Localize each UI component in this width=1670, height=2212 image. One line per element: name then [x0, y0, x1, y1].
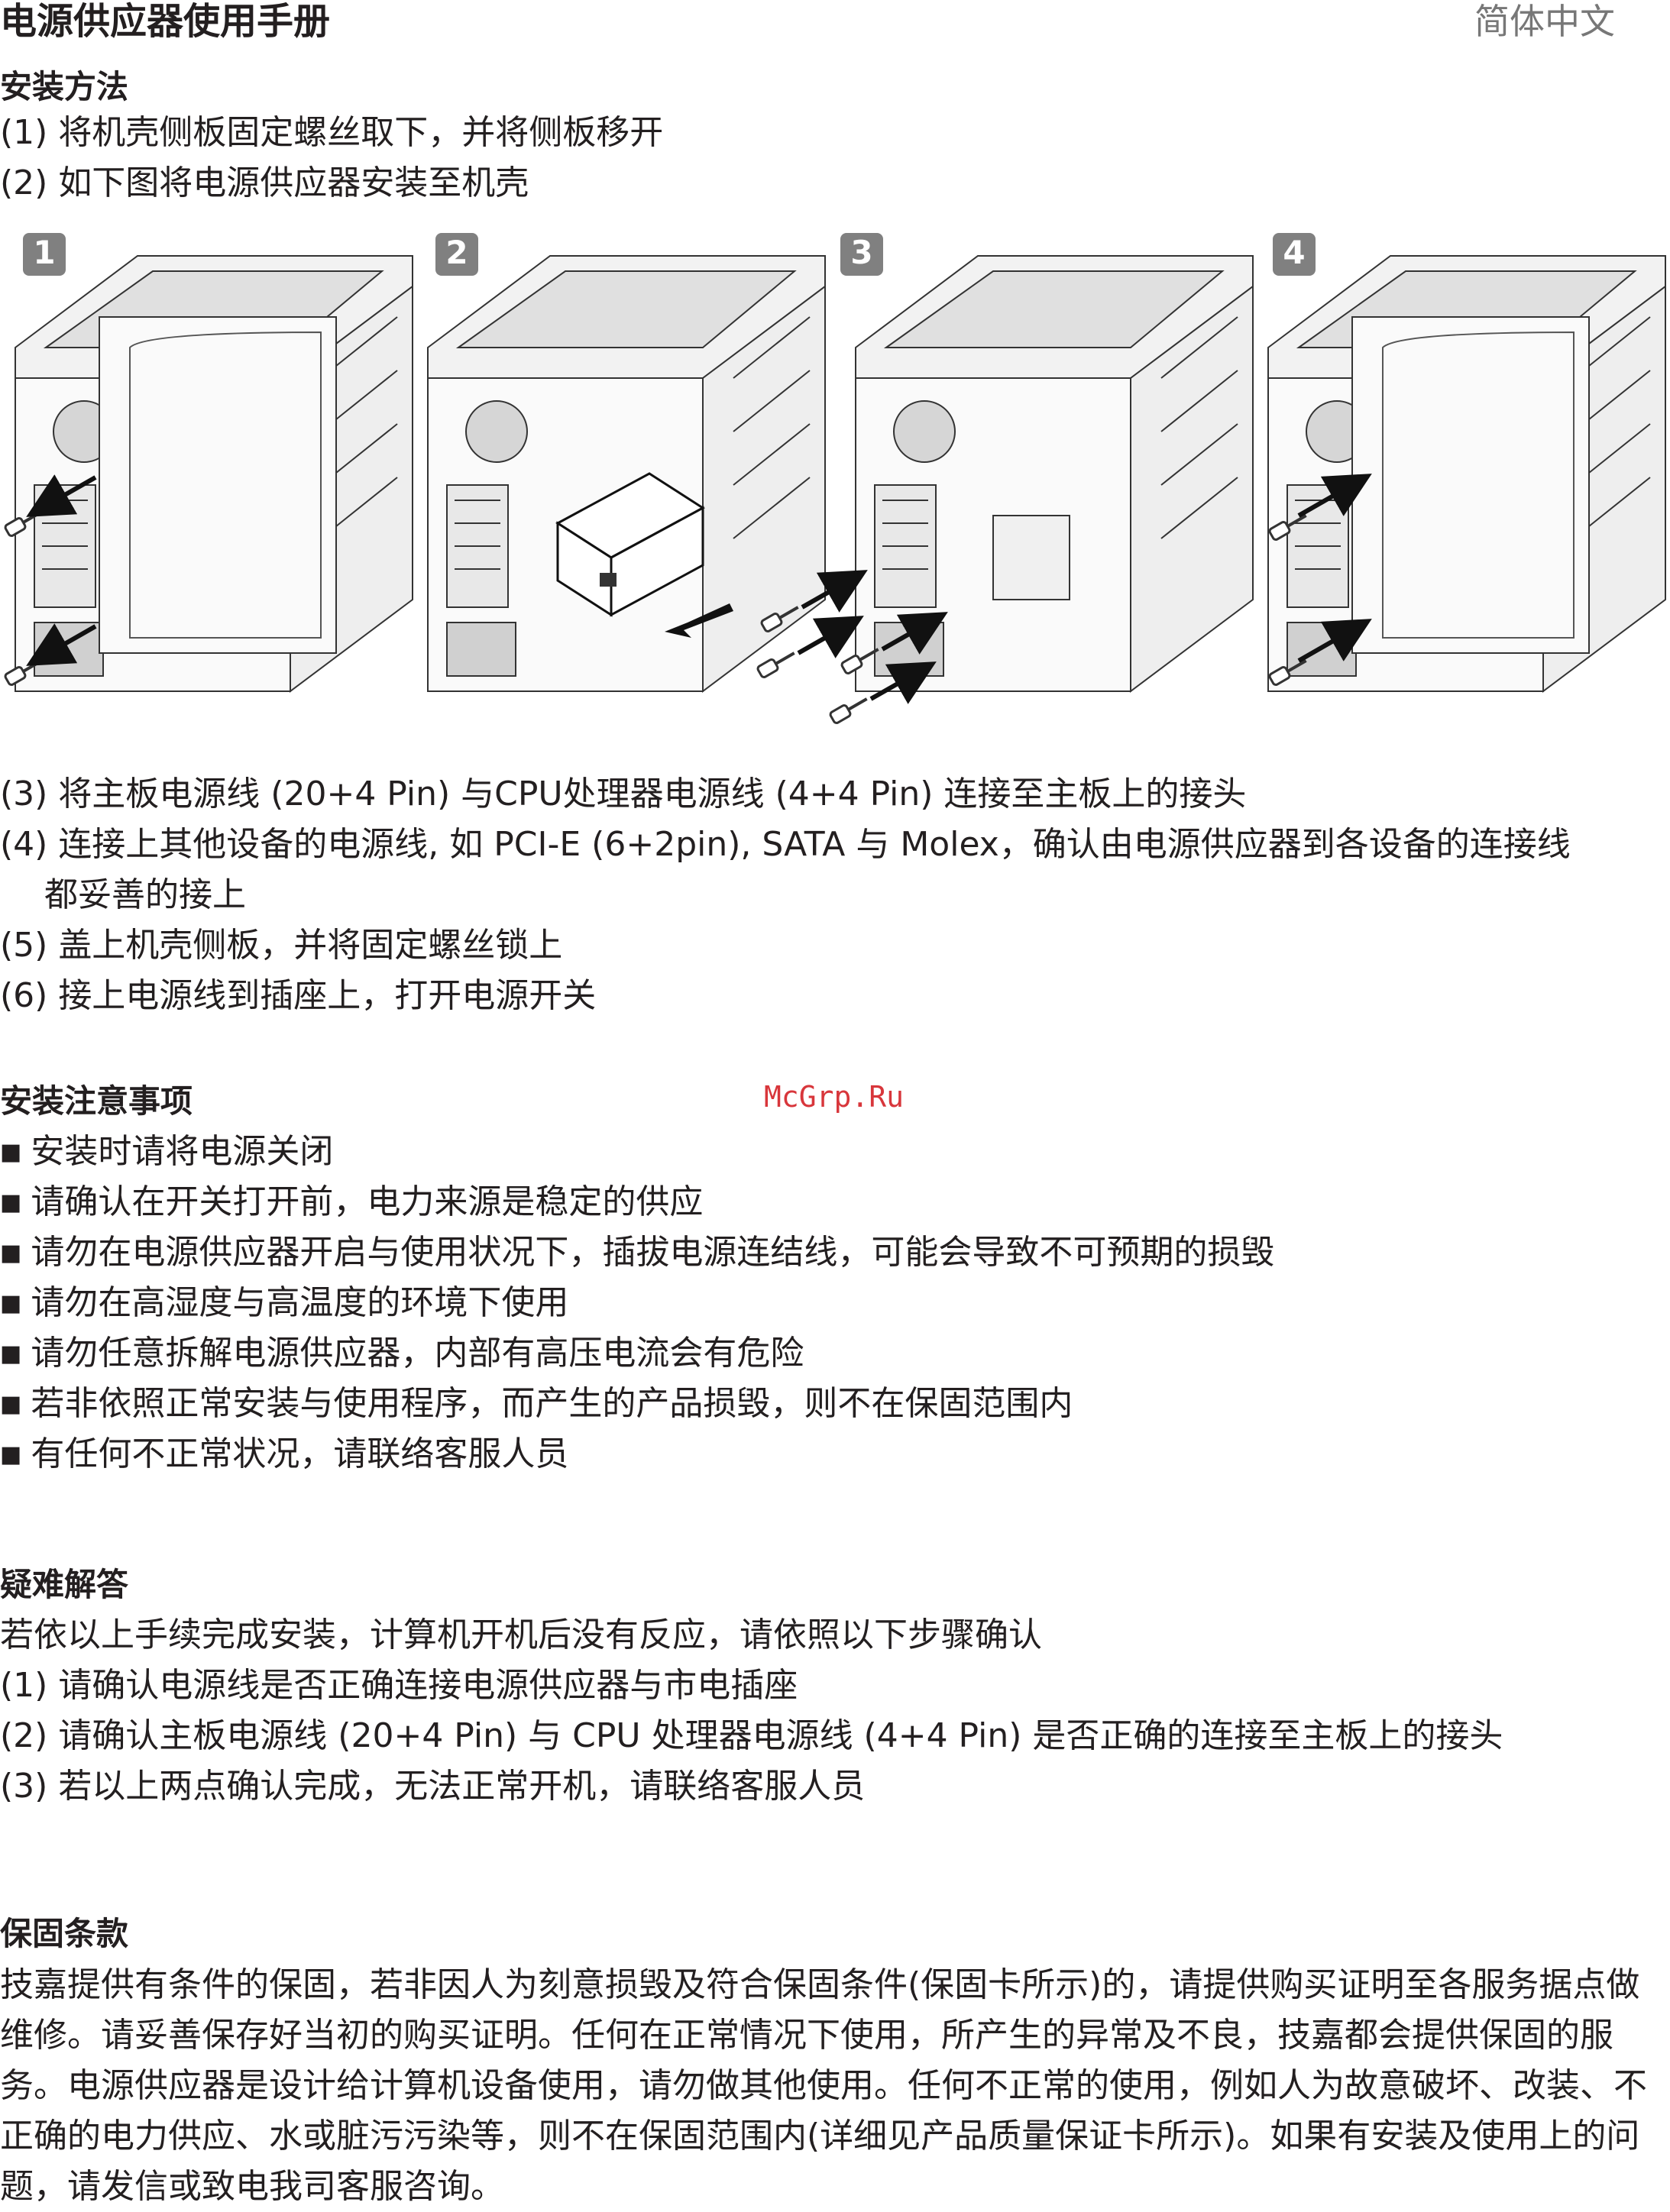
note-item: 有任何不正常状况，请联络客服人员	[0, 1433, 568, 1476]
figure-number-4: 4	[1283, 234, 1305, 271]
notes-heading: 安装注意事项	[0, 1082, 193, 1120]
language-tag: 简体中文	[1474, 1, 1615, 42]
note-item: 请勿任意拆解电源供应器，内部有高压电流会有危险	[0, 1332, 804, 1376]
install-step-5: (5) 盖上机壳侧板，并将固定螺丝锁上	[0, 926, 563, 965]
faq-intro: 若依以上手续完成安装，计算机开机后没有反应，请依照以下步骤确认	[0, 1615, 1042, 1654]
install-step-4-continued: 都妥善的接上	[44, 875, 246, 914]
installation-figure: 1 2 3 4	[0, 225, 1670, 745]
figure-panel-1: 1	[2, 233, 413, 692]
note-item: 安装时请将电源关闭	[0, 1130, 333, 1174]
warranty-heading: 保固条款	[0, 1915, 129, 1952]
install-step-2: (2) 如下图将电源供应器安装至机壳	[0, 163, 529, 202]
install-step-6: (6) 接上电源线到插座上，打开电源开关	[0, 976, 597, 1015]
figure-number-3: 3	[850, 234, 872, 271]
install-step-4: (4) 连接上其他设备的电源线, 如 PCI-E (6+2pin), SATA …	[0, 825, 1571, 864]
note-item: 若非依照正常安装与使用程序，而产生的产品损毁，则不在保固范围内	[0, 1382, 1073, 1426]
faq-step-1: (1) 请确认电源线是否正确连接电源供应器与市电插座	[0, 1666, 798, 1705]
faq-heading: 疑难解答	[0, 1566, 129, 1603]
install-step-3: (3) 将主板电源线 (20+4 Pin) 与CPU处理器电源线 (4+4 Pi…	[0, 775, 1247, 813]
faq-step-3: (3) 若以上两点确认完成，无法正常开机，请联络客服人员	[0, 1767, 866, 1806]
figure-number-1: 1	[33, 234, 55, 271]
watermark: McGrp.Ru	[764, 1080, 905, 1114]
figure-panel-4: 4	[1267, 233, 1666, 692]
faq-step-2: (2) 请确认主板电源线 (20+4 Pin) 与 CPU 处理器电源线 (4+…	[0, 1716, 1503, 1755]
figure-panel-3: 3	[755, 233, 1254, 726]
figure-panel-2: 2	[427, 233, 826, 692]
document-title: 电源供应器使用手册	[0, 0, 331, 43]
install-step-1: (1) 将机壳侧板固定螺丝取下，并将侧板移开	[0, 113, 664, 152]
warranty-body: 技嘉提供有条件的保固，若非因人为刻意损毁及符合保固条件(保固卡所示)的，请提供购…	[0, 1965, 1647, 2206]
note-item: 请勿在高湿度与高温度的环境下使用	[0, 1282, 568, 1325]
note-item: 请勿在电源供应器开启与使用状况下，插拔电源连结线，可能会导致不可预期的损毁	[0, 1231, 1274, 1275]
install-heading: 安装方法	[0, 68, 129, 105]
note-item: 请确认在开关打开前，电力来源是稳定的供应	[0, 1181, 703, 1224]
figure-number-2: 2	[445, 234, 468, 271]
